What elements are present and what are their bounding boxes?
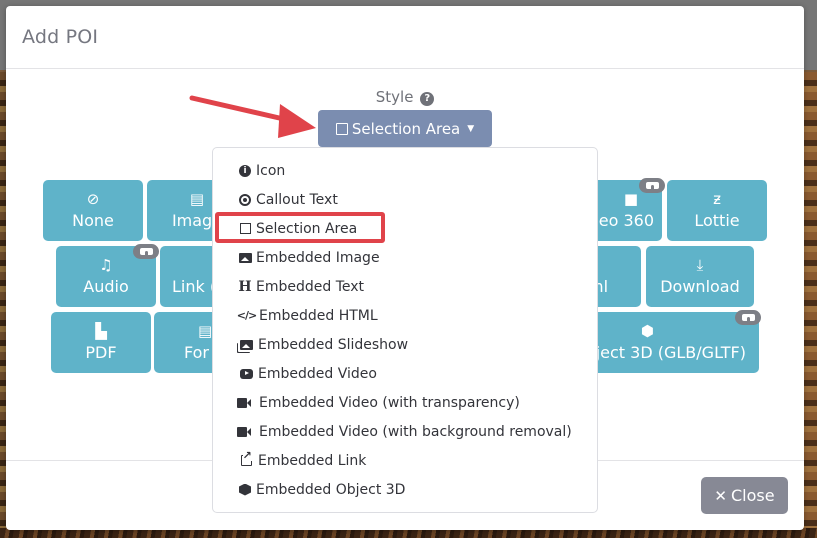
heading-icon: H — [238, 278, 252, 295]
tile-label: ject 3D (GLB/GLTF) — [595, 342, 746, 362]
ban-icon: ⊘ — [86, 189, 100, 208]
menu-item-label: Embedded Video (with background removal) — [259, 423, 572, 440]
style-label: Style ? — [6, 88, 804, 106]
tile-label: For — [184, 342, 209, 362]
menu-item-callout-text[interactable]: Callout Text — [213, 185, 597, 214]
modal-header: Add POI — [6, 6, 804, 69]
menu-item-label: Embedded Video — [258, 365, 377, 382]
vr-badge-icon — [639, 178, 665, 193]
menu-item-label: Embedded Link — [258, 452, 367, 469]
form-icon: ▤ — [198, 321, 213, 340]
menu-item-label: Embedded HTML — [259, 307, 378, 324]
tile-label: eo 360 — [598, 210, 654, 230]
menu-item-label: Callout Text — [256, 191, 338, 208]
external-link-icon — [237, 450, 255, 469]
bullseye-icon — [237, 192, 253, 208]
times-icon: ✕ — [714, 486, 727, 505]
vr-badge-icon — [133, 244, 159, 259]
menu-item-embedded-object-3d[interactable]: Embedded Object 3D — [213, 475, 597, 504]
menu-item-label: Selection Area — [256, 220, 358, 237]
file-pdf-icon: ▙ — [95, 321, 107, 340]
tile-label: Image — [171, 210, 223, 230]
menu-item-embedded-video-transparency[interactable]: Embedded Video (with transparency) — [213, 388, 597, 417]
lottie-icon: ƶ — [713, 189, 721, 208]
menu-item-embedded-html[interactable]: </> Embedded HTML — [213, 301, 597, 330]
tile-label: Download — [660, 276, 740, 296]
code-icon: </> — [236, 309, 257, 322]
menu-item-embedded-text[interactable]: H Embedded Text — [213, 272, 597, 301]
style-dropdown-menu: i Icon Callout Text Selection Area Embed… — [212, 147, 598, 513]
tile-lottie[interactable]: ƶ Lottie — [667, 180, 767, 241]
style-label-text: Style — [375, 88, 414, 106]
menu-item-label: Embedded Video (with transparency) — [259, 394, 520, 411]
menu-item-label: Embedded Text — [256, 278, 365, 295]
menu-item-label: Embedded Object 3D — [256, 481, 406, 498]
video-camera-icon — [237, 395, 256, 411]
image-icon — [237, 250, 253, 266]
menu-item-label: Embedded Image — [256, 249, 380, 266]
music-note-icon: ♫ — [99, 255, 113, 274]
menu-item-embedded-slideshow[interactable]: Embedded Slideshow — [213, 330, 597, 359]
style-dropdown-button[interactable]: Selection Area ▼ — [318, 110, 492, 147]
tile-pdf[interactable]: ▙ PDF — [51, 312, 151, 373]
square-icon — [335, 122, 348, 135]
tile-object-3d[interactable]: ⬢ ject 3D (GLB/GLTF) — [566, 312, 759, 373]
menu-item-icon[interactable]: i Icon — [213, 156, 597, 185]
question-circle-icon[interactable]: ? — [420, 92, 435, 106]
tile-audio[interactable]: ♫ Audio — [56, 246, 156, 307]
backdrop-image-bottom — [0, 528, 817, 538]
tile-download[interactable]: ⤓ Download — [646, 246, 754, 307]
cube-icon: ⬢ — [640, 321, 654, 340]
modal-title: Add POI — [22, 26, 99, 48]
close-button-label: Close — [730, 486, 775, 505]
backdrop-image-right — [803, 72, 817, 532]
tile-label: PDF — [85, 342, 117, 362]
square-icon — [237, 221, 253, 237]
menu-item-embedded-image[interactable]: Embedded Image — [213, 243, 597, 272]
close-button[interactable]: ✕ Close — [701, 477, 788, 514]
menu-item-selection-area[interactable]: Selection Area — [213, 214, 597, 243]
menu-item-embedded-video[interactable]: Embedded Video — [213, 359, 597, 388]
menu-item-embedded-video-background-removal[interactable]: Embedded Video (with background removal) — [213, 417, 597, 446]
style-dropdown-label: Selection Area — [351, 119, 461, 138]
tile-label: Lottie — [694, 210, 740, 230]
tile-label: Link ( — [172, 276, 217, 296]
download-icon: ⤓ — [696, 255, 704, 274]
info-circle-icon: i — [237, 163, 253, 179]
tile-label: Audio — [83, 276, 129, 296]
video-camera-icon: ■ — [623, 189, 638, 208]
backdrop-image-left — [0, 72, 8, 532]
menu-item-embedded-link[interactable]: Embedded Link — [213, 446, 597, 475]
menu-item-label: Icon — [256, 162, 286, 179]
tile-label: None — [72, 210, 114, 230]
tile-none[interactable]: ⊘ None — [43, 180, 143, 241]
image-icon: ▤ — [189, 189, 205, 208]
video-camera-icon — [237, 424, 256, 440]
caret-down-icon: ▼ — [467, 123, 475, 134]
youtube-icon — [237, 366, 255, 382]
images-icon — [237, 337, 255, 353]
cube-icon — [237, 482, 253, 498]
vr-badge-icon — [735, 310, 761, 325]
menu-item-label: Embedded Slideshow — [258, 336, 409, 353]
